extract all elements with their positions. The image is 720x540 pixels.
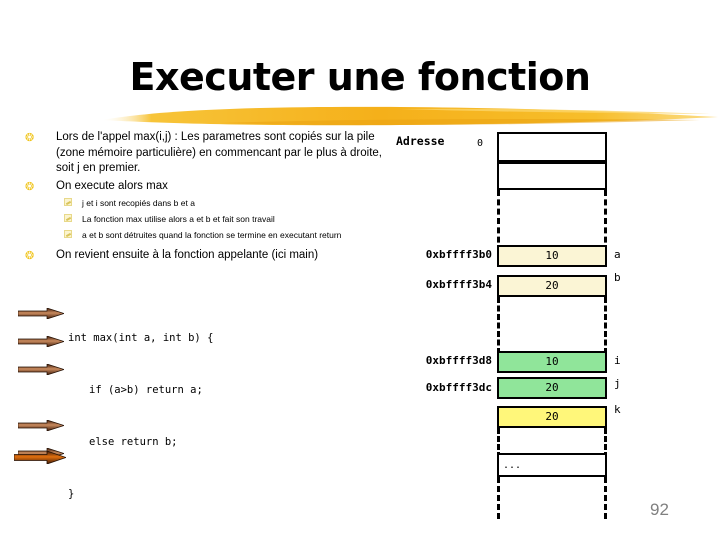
bullet-item: ❂ On execute alors max [20, 179, 390, 195]
memory-zero-label: 0 [477, 138, 484, 149]
sub-bullet-text: a et b sont détruites quand la fonction … [82, 230, 342, 240]
memory-cell-j: 20 [497, 377, 607, 399]
bullet-text: Lors de l'appel max(i,j) : Les parametre… [56, 131, 382, 174]
sub-bullet-text: La fonction max utilise alors a et b et … [82, 214, 275, 224]
sub-bullet-square-icon [64, 198, 72, 206]
code-pointer-arrow-highlight [14, 451, 66, 464]
code-line: int max(int a, int b) { [68, 332, 214, 344]
page-title: Executer une fonction [129, 55, 591, 99]
memory-cell-i: 10 [497, 351, 607, 373]
sub-bullet-item: a et b sont détruites quand la fonction … [20, 229, 390, 242]
code-pointer-arrow [18, 420, 64, 431]
bullet-marker-icon: ❂ [25, 131, 35, 144]
memory-address-label: 0xbffff3b0 [425, 248, 492, 261]
brush-stroke-decoration [102, 106, 718, 126]
memory-dashed-edge-left [497, 428, 500, 458]
memory-dashed-edge-left [497, 190, 500, 252]
code-pointer-arrow [18, 308, 64, 319]
bullet-marker-icon: ❂ [25, 179, 35, 193]
bullet-item: ❂ Lors de l'appel max(i,j) : Les paramet… [20, 130, 390, 177]
sub-bullet-item: La fonction max utilise alors a et b et … [20, 213, 390, 226]
sub-bullet-square-icon [64, 230, 72, 238]
memory-dashed-edge-right [604, 477, 607, 519]
memory-ellipsis-text: ... [503, 460, 522, 471]
memory-var-name-k: k [614, 403, 621, 416]
page-number: 92 [650, 500, 669, 519]
sub-bullet-text: j et i sont recopiés dans b et a [82, 198, 195, 208]
bullet-list: ❂ Lors de l'appel max(i,j) : Les paramet… [20, 130, 390, 266]
memory-var-name-j: j [614, 377, 621, 390]
memory-address-label: 0xbffff3dc [425, 381, 492, 394]
memory-cell-a: 10 [497, 245, 607, 267]
memory-cell-empty [497, 132, 607, 162]
memory-diagram: Adresse 0 0xbffff3b0 10 a 0xbffff3b4 20 … [396, 132, 716, 532]
code-pointer-arrow [18, 336, 64, 347]
code-line: else return b; [89, 436, 178, 448]
memory-dashed-edge-left [497, 297, 500, 354]
bullet-text: On revient ensuite à la fonction appelan… [56, 249, 319, 261]
sub-bullet-square-icon [64, 214, 72, 222]
code-line: if (a>b) return a; [89, 384, 203, 396]
code-block: int max(int a, int b) { if (a>b) return … [68, 300, 289, 540]
bullet-item: ❂ On revient ensuite à la fonction appel… [20, 248, 390, 264]
memory-dashed-edge-right [604, 297, 607, 354]
code-line: main() {int i,j,k; i=10; j=20; k=0; [68, 532, 289, 540]
memory-cell-ellipsis: ... [497, 453, 607, 477]
memory-dashed-edge-right [604, 428, 607, 458]
memory-address-label: 0xbffff3b4 [425, 278, 492, 291]
code-pointer-arrow [18, 364, 64, 375]
memory-cell-k: 20 [497, 406, 607, 428]
bullet-text: On execute alors max [56, 179, 168, 192]
memory-var-name-b: b [614, 271, 621, 284]
memory-address-label: 0xbffff3d8 [425, 354, 492, 367]
bullet-marker-icon: ❂ [25, 249, 35, 262]
memory-header-label: Adresse [396, 134, 445, 148]
memory-cell-b: 20 [497, 275, 607, 297]
sub-bullet-item: j et i sont recopiés dans b et a [20, 197, 390, 210]
memory-var-name-i: i [614, 354, 621, 367]
memory-dashed-edge-left [497, 477, 500, 519]
code-line: } [68, 488, 75, 500]
memory-cell-empty [497, 162, 607, 190]
memory-dashed-edge-right [604, 190, 607, 252]
memory-var-name-a: a [614, 248, 621, 261]
